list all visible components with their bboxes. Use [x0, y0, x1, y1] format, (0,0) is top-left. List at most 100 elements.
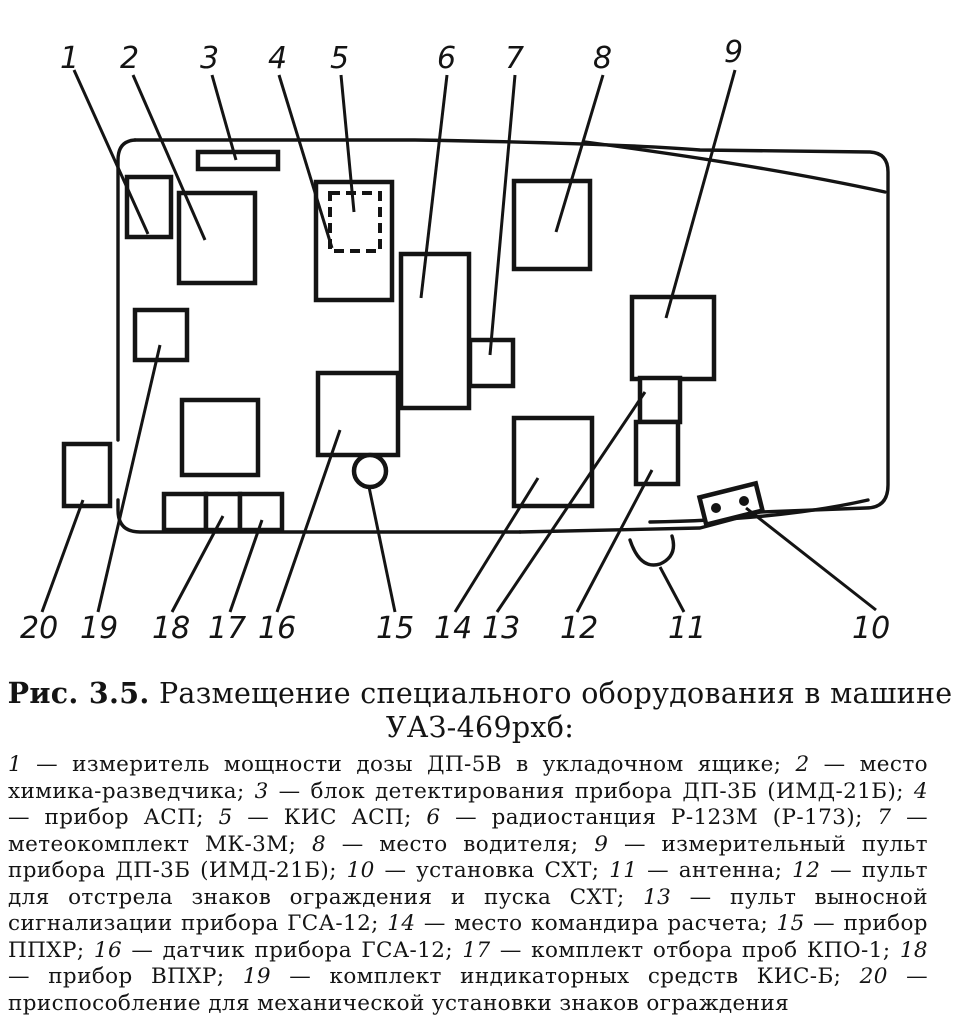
legend-entry-19: 19 — комплект индикаторных средств КИС-Б…	[242, 964, 860, 989]
callout-4: 4	[268, 41, 287, 76]
legend-entry-17: 17 — комплект отбора проб КПО-1;	[462, 937, 900, 963]
legend-number: 19	[242, 964, 271, 989]
legend-entry-13: 13 — пульт выносной сигнализации прибора…	[8, 884, 928, 937]
legend-number: 20	[859, 964, 888, 989]
legend-entry-15: 15 — прибор ППХР;	[8, 911, 928, 963]
legend-description: прибор АСП	[44, 805, 197, 830]
legend-number: 15	[776, 911, 805, 936]
callout-18: 18	[152, 611, 190, 646]
legend-number: 18	[899, 937, 928, 963]
legend-number: 7	[877, 805, 892, 830]
legend-number: 14	[387, 911, 416, 936]
legend-entry-11: 11 — антенна;	[609, 858, 793, 883]
callout-6: 6	[437, 41, 456, 76]
callout-3: 3	[200, 41, 219, 76]
callout-9: 9	[724, 35, 743, 70]
legend-description: прибор ВПХР	[48, 964, 217, 989]
legend-number: 12	[792, 858, 821, 883]
callout-7: 7	[505, 41, 524, 76]
item-5-kis-asp	[328, 191, 382, 253]
legend-description: пульт выносной сигнализации прибора ГСА-…	[8, 884, 928, 937]
legend-entry-7: 7 — метеокомплект МК-3М;	[8, 805, 928, 857]
caption-label: Рис. 3.5.	[7, 676, 150, 710]
callout-1: 1	[60, 41, 79, 76]
legend-description: измеритель мощности дозы ДП-5В в укладоч…	[72, 752, 774, 777]
figure-caption: Рис. 3.5. Размещение специального оборуд…	[0, 676, 960, 745]
callout-11: 11	[668, 611, 706, 646]
item-8-driver-seat	[511, 178, 593, 272]
legend-entry-16: 16 — датчик прибора ГСА-12;	[93, 937, 463, 963]
item-9-measuring-console	[629, 294, 717, 382]
legend-number: 17	[462, 937, 491, 963]
legend-description: измерительный пульт прибора ДП-3Б (ИМД-2…	[8, 831, 928, 884]
legend-number: 16	[93, 937, 123, 963]
legend-entry-6: 6 — радиостанция Р-123М (Р-173);	[426, 805, 878, 830]
item-unlabeled-block	[179, 397, 261, 478]
legend-description: приспособление для механической установк…	[8, 990, 790, 1016]
vehicle-layout-diagram: 1 2 3 4 5 6 7 8 9 10 11 12 13 14 15 16 1…	[20, 35, 890, 646]
legend-entry-2: 2 — место химика-разведчика;	[8, 752, 928, 804]
legend-entry-1: 1 — измеритель мощности дозы ДП-5В в укл…	[8, 752, 796, 777]
legend-entry-12: 12 — пульт для отстрела знаков ограждени…	[8, 858, 928, 910]
legend-number: 9	[594, 831, 609, 857]
callout-14: 14	[434, 611, 472, 646]
callout-2: 2	[120, 41, 139, 76]
legend-entry-4: 4 — прибор АСП;	[8, 778, 928, 831]
item-1-dose-rate-meter	[124, 174, 174, 240]
callout-12: 12	[560, 611, 598, 646]
legend-number: 5	[218, 805, 233, 830]
legend-number: 8	[311, 831, 327, 857]
legend-entry-3: 3 — блок детектирования прибора ДП-3Б (И…	[254, 778, 914, 804]
item-6-radio-station	[398, 251, 472, 411]
callout-19: 19	[80, 611, 118, 646]
legend-number: 3	[254, 778, 269, 804]
item-14-commander-seat	[511, 415, 595, 509]
item-18-vphr-device	[161, 491, 209, 533]
legend-description: пульт для отстрела знаков ограждения и п…	[8, 858, 928, 910]
item-20-sign-installer	[61, 441, 113, 509]
callout-5: 5	[330, 41, 349, 76]
legend-description: комплект отбора проб КПО-1	[531, 937, 883, 963]
legend-number: 13	[643, 884, 672, 910]
caption-text: Размещение специального оборудования в м…	[158, 677, 953, 744]
legend-entry-18: 18 — прибор ВПХР;	[8, 937, 928, 990]
leader-lines	[40, 69, 877, 613]
legend-description: антенна	[678, 858, 775, 883]
callout-15: 15	[376, 611, 414, 646]
callout-10: 10	[852, 611, 890, 646]
item-13-signaling-console	[637, 375, 683, 425]
legend-entry-5: 5 — КИС АСП;	[218, 805, 427, 830]
item-19-indicator-kit	[132, 307, 190, 363]
legend-description: место химика-разведчика	[8, 752, 928, 804]
legend-number: 11	[609, 858, 638, 883]
callout-8: 8	[593, 41, 612, 76]
legend-number: 2	[795, 752, 810, 777]
legend-number: 4	[913, 778, 928, 804]
item-12-launch-console	[633, 419, 681, 487]
legend-number: 10	[346, 858, 375, 883]
callout-16: 16	[258, 611, 296, 646]
legend-entry-20: 20 — приспособление для механической уст…	[8, 964, 928, 1016]
legend-number: 6	[426, 805, 441, 830]
legend-description: комплект индикаторных средств КИС-Б	[329, 964, 834, 989]
legend-entry-9: 9 — измерительный пульт прибора ДП-3Б (И…	[8, 831, 928, 884]
item-15-pphr-device	[351, 452, 389, 490]
legend-description: место командира расчета	[454, 911, 761, 936]
callout-17: 17	[208, 611, 246, 646]
callout-numbers: 1 2 3 4 5 6 7 8 9 10 11 12 13 14 15 16 1…	[20, 35, 890, 646]
item-3-detection-unit	[195, 149, 281, 172]
callout-13: 13	[482, 611, 520, 646]
vehicle-body-outline	[116, 138, 890, 534]
item-middle-small-box	[203, 491, 243, 533]
legend-description: установка СХТ	[416, 858, 592, 883]
legend-description: прибор ППХР	[8, 911, 928, 963]
item-11-antenna	[628, 534, 676, 567]
legend-description: датчик прибора ГСА-12	[162, 937, 446, 963]
legend-description: КИС АСП	[283, 805, 405, 830]
legend-description: место водителя	[379, 831, 571, 857]
legend-description: радиостанция Р-123М (Р-173)	[491, 805, 856, 830]
legend-description: блок детектирования прибора ДП-3Б (ИМД-2…	[310, 778, 897, 804]
legend-entry-14: 14 — место командира расчета;	[387, 911, 777, 936]
legend-number: 1	[8, 752, 23, 777]
legend-entry-10: 10 — установка СХТ;	[346, 858, 610, 883]
